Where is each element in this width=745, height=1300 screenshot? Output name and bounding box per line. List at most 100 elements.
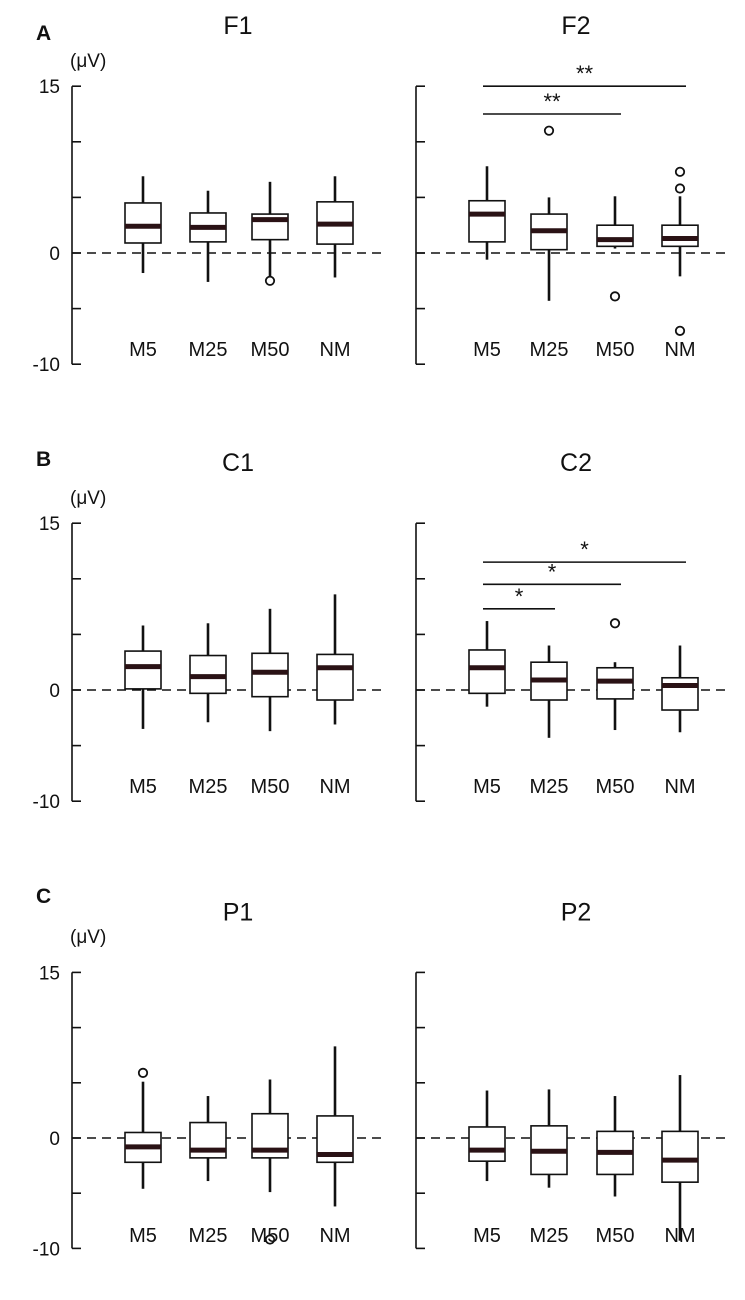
condition-title: F1 [223, 12, 252, 40]
significance-label: * [580, 537, 589, 562]
box-m25: M25 [189, 190, 228, 361]
box-m25: M25 [530, 125, 569, 361]
box-m5: M5 [468, 621, 506, 798]
iqr-box [468, 1126, 506, 1162]
significance-label: ** [576, 61, 594, 86]
condition-title: C2 [560, 449, 592, 477]
condition-title: P2 [561, 898, 592, 926]
iqr-box [661, 676, 699, 711]
unit-label-c: (μV) [70, 927, 106, 948]
iqr-box [661, 1130, 699, 1183]
category-label: NM [664, 776, 695, 798]
condition-title: F2 [561, 12, 590, 40]
box-m25: M25 [530, 1089, 569, 1247]
box-m50: M50 [596, 196, 635, 361]
panel-letter-b: B [36, 448, 51, 471]
category-label: M5 [473, 1225, 501, 1247]
iqr-box [316, 653, 354, 701]
box-m5: M5 [468, 166, 506, 361]
category-label: M50 [596, 776, 635, 798]
y-tick-label: 15 [39, 514, 60, 535]
outlier-point [137, 1067, 149, 1078]
outlier-point [674, 183, 686, 194]
significance-label: * [515, 584, 524, 609]
outlier-point [264, 275, 276, 286]
category-label: NM [664, 339, 695, 361]
box-m50: M50 [596, 618, 635, 798]
category-label: M5 [473, 339, 501, 361]
unit-label-b: (μV) [70, 488, 106, 509]
category-label: M50 [251, 1225, 290, 1247]
outlier-point [543, 125, 555, 136]
category-label: M25 [530, 339, 569, 361]
condition-title: P1 [223, 898, 254, 926]
box-nm: NM [661, 166, 699, 361]
category-label: NM [319, 776, 350, 798]
iqr-box [124, 650, 162, 690]
category-label: M25 [189, 1225, 228, 1247]
box-m50: M50 [251, 608, 290, 798]
box-m5: M5 [124, 1067, 162, 1247]
iqr-box [251, 652, 289, 698]
iqr-box [124, 202, 162, 244]
category-label: NM [319, 1225, 350, 1247]
box-m25: M25 [189, 1096, 228, 1247]
condition-title: C1 [222, 449, 254, 477]
y-tick-label: 0 [49, 244, 60, 265]
category-label: M50 [596, 1225, 635, 1247]
y-tick-label: 0 [49, 1129, 60, 1150]
panel-letter-c: C [36, 885, 51, 908]
outlier-point [674, 166, 686, 177]
outlier-point [609, 618, 621, 629]
category-label: M5 [129, 339, 157, 361]
box-m5: M5 [124, 176, 162, 361]
category-label: M25 [189, 776, 228, 798]
category-label: M25 [189, 339, 228, 361]
box-m25: M25 [189, 623, 228, 798]
significance-label: * [548, 559, 557, 584]
panel-letter-a: A [36, 22, 51, 45]
y-tick-label: -10 [33, 792, 60, 813]
box-m50: M50 [251, 181, 290, 361]
category-label: M50 [251, 339, 290, 361]
y-tick-label: 15 [39, 77, 60, 98]
box-m5: M5 [124, 625, 162, 798]
category-label: M25 [530, 776, 569, 798]
iqr-box [468, 649, 506, 695]
y-tick-label: 15 [39, 963, 60, 984]
y-tick-label: -10 [33, 1239, 60, 1260]
box-nm: NM [316, 1046, 354, 1247]
y-tick-label: 0 [49, 681, 60, 702]
outlier-point [674, 325, 686, 336]
box-m25: M25 [530, 645, 569, 798]
box-nm: NM [661, 645, 699, 798]
box-m5: M5 [468, 1090, 506, 1247]
category-label: NM [664, 1225, 695, 1247]
box-nm: NM [316, 176, 354, 361]
iqr-box [468, 199, 506, 243]
category-label: NM [319, 339, 350, 361]
outlier-point [264, 1234, 276, 1245]
unit-label-a: (μV) [70, 51, 106, 72]
iqr-box [661, 224, 699, 248]
category-label: M50 [596, 339, 635, 361]
box-nm: NM [316, 594, 354, 798]
box-m50: M50 [251, 1079, 290, 1247]
y-tick-label: -10 [33, 355, 60, 376]
iqr-box [596, 224, 634, 248]
category-label: M5 [129, 776, 157, 798]
category-label: M50 [251, 776, 290, 798]
significance-label: ** [543, 89, 561, 114]
box-m50: M50 [596, 1096, 635, 1247]
box-nm: NM [661, 1075, 699, 1247]
category-label: M5 [473, 776, 501, 798]
category-label: M25 [530, 1225, 569, 1247]
